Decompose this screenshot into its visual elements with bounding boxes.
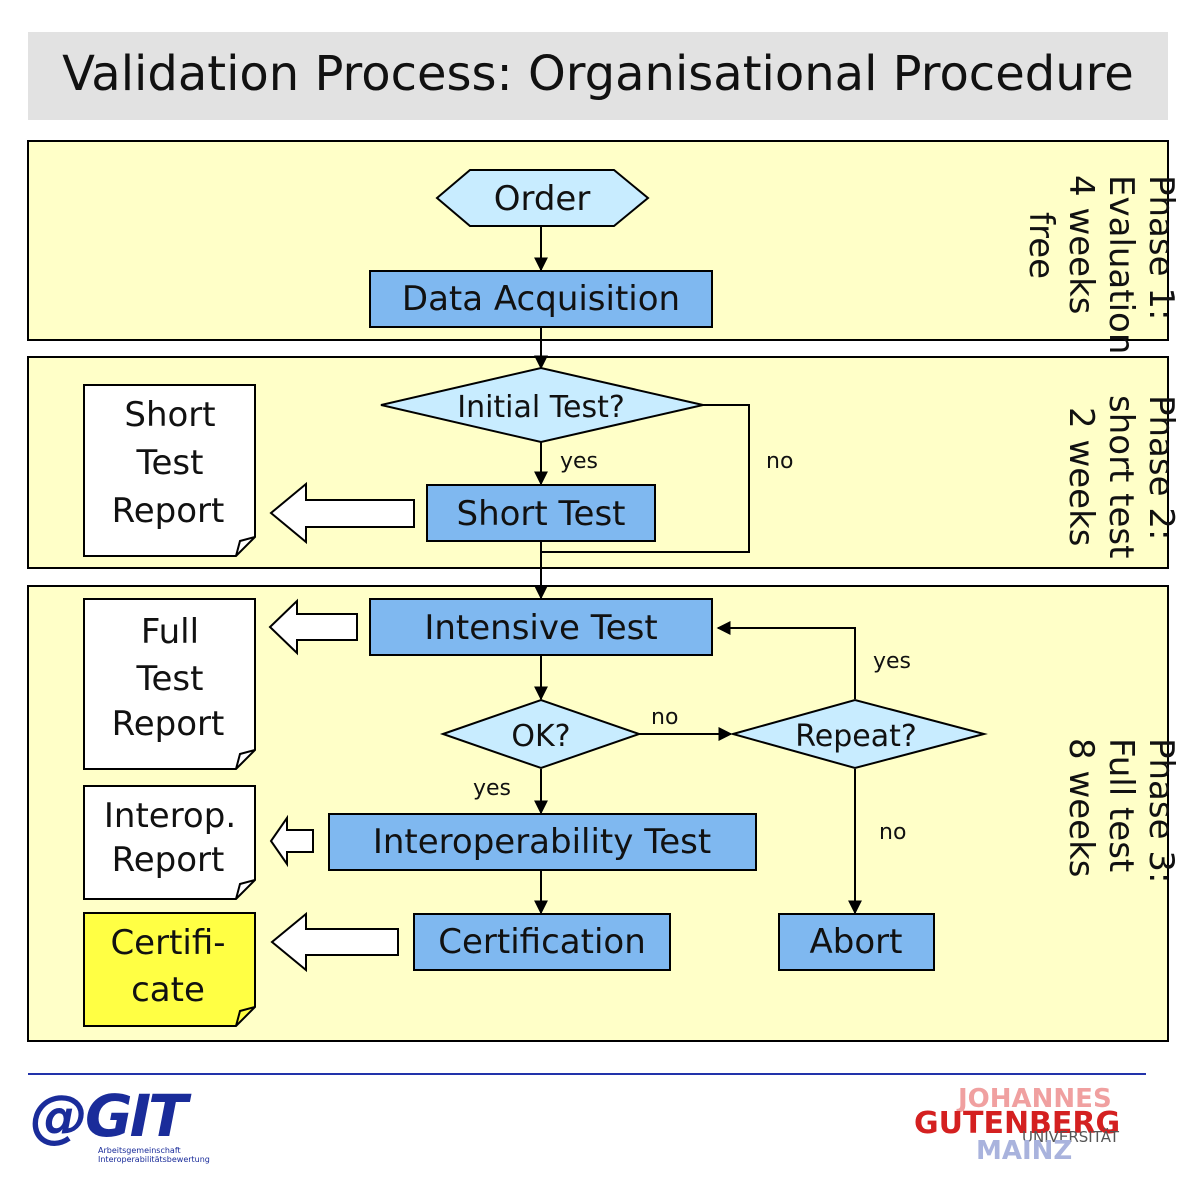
repeat-label: Repeat? [795, 719, 917, 754]
abort-label: Abort [810, 922, 903, 962]
short-test-box [426, 484, 656, 542]
intensive-test-label: Intensive Test [424, 608, 657, 648]
phase1-line-1: Phase 1: [1141, 175, 1181, 320]
phase1-label: Phase 1: Evaluation 4 weeks free [1021, 175, 1181, 354]
initial-test-label: Initial Test? [457, 390, 625, 425]
phase3-label: Phase 3: Full test 8 weeks [1061, 738, 1181, 883]
repeat-no-label: no [879, 820, 906, 845]
short-report-line-2: Test [136, 443, 204, 483]
certification-label: Certification [438, 922, 646, 962]
data-acquisition-label: Data Acquisition [402, 279, 680, 319]
certificate-line-1: Certifi- [110, 923, 225, 963]
phase3-line-2: Full test [1101, 738, 1141, 872]
full-report-line-2: Test [136, 659, 204, 699]
full-report-arrow [268, 598, 358, 656]
interop-report-arrow [269, 814, 314, 868]
git-logo-text: @GIT [30, 1082, 188, 1150]
short-test-report-doc: Short Test Report [83, 384, 256, 557]
phase2-line-1: Phase 2: [1141, 395, 1181, 540]
jgu-mainz: MAINZ [976, 1136, 1073, 1166]
order-label: Order [494, 179, 591, 219]
jgu-logo: JOHANNES GUTENBERG UNIVERSITÄT MAINZ [910, 1084, 1150, 1168]
phase2-label: Phase 2: short test 2 weeks [1061, 395, 1181, 558]
footer-divider [28, 1073, 1146, 1075]
full-report-line-1: Full [141, 612, 199, 652]
phase2-line-2: short test [1101, 395, 1141, 558]
intensive-test-box [369, 598, 713, 656]
phase1-line-2: Evaluation [1101, 175, 1141, 354]
short-test-label: Short Test [456, 494, 625, 534]
order-node [435, 169, 650, 227]
initial-no-label: no [766, 449, 793, 474]
phase3-line-3: 8 weeks [1061, 738, 1101, 878]
phase3-line-1: Phase 3: [1141, 738, 1181, 883]
interoperability-test-label: Interoperability Test [373, 822, 711, 862]
abort-box [778, 913, 935, 971]
phase1-line-4: free [1021, 212, 1061, 279]
phase1-line-3: 4 weeks [1061, 175, 1101, 315]
title-bar: Validation Process: Organisational Proce… [28, 32, 1168, 120]
certificate-doc: Certifi- cate [83, 912, 256, 1027]
git-sub-line-1: Arbeitsgemeinschaft [98, 1146, 181, 1155]
full-test-report-doc: Full Test Report [83, 598, 256, 770]
data-acquisition-box [369, 270, 713, 328]
page-title: Validation Process: Organisational Proce… [62, 46, 1134, 102]
full-report-line-3: Report [112, 704, 225, 744]
ok-decision [439, 698, 643, 770]
git-logo-subtitle: Arbeitsgemeinschaft Interoperabilitätsbe… [98, 1146, 210, 1164]
interop-report-doc: Interop. Report [83, 785, 256, 900]
short-report-line-3: Report [112, 491, 225, 531]
flowchart: Phase 1: Evaluation 4 weeks free Phase 2… [27, 140, 1181, 1042]
jgu-johannes: JOHANNES [958, 1084, 1112, 1114]
git-logo: @GIT Arbeitsgemeinschaft Interoperabilit… [30, 1084, 210, 1164]
ok-label: OK? [511, 719, 570, 754]
phase2-line-3: 2 weeks [1061, 407, 1101, 547]
interoperability-test-box [328, 813, 757, 871]
interop-report-line-1: Interop. [104, 796, 236, 836]
interop-report-line-2: Report [112, 840, 225, 880]
certification-box [413, 913, 671, 971]
jgu-gutenberg: GUTENBERG [914, 1106, 1121, 1141]
initial-yes-label: yes [560, 449, 598, 474]
repeat-decision [729, 698, 988, 770]
ok-yes-label: yes [473, 776, 511, 801]
certificate-arrow [270, 911, 399, 973]
git-sub-line-2: Interoperabilitätsbewertung [98, 1155, 210, 1164]
short-report-line-1: Short [124, 395, 215, 435]
initial-test-decision [380, 366, 704, 444]
short-report-arrow [269, 481, 415, 545]
repeat-yes-label: yes [873, 649, 911, 674]
ok-no-label: no [651, 705, 678, 730]
certificate-line-2: cate [131, 970, 205, 1010]
connectors [534, 227, 862, 915]
jgu-universitaet: UNIVERSITÄT [1022, 1128, 1119, 1146]
